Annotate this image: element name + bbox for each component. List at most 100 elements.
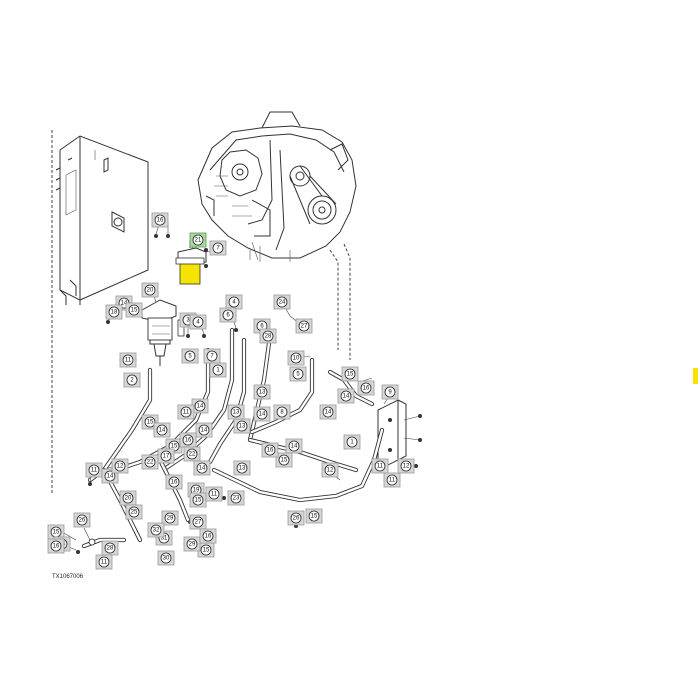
callout-c21: 21 [189, 232, 207, 248]
callout-circle [206, 350, 218, 362]
callout-number: 11 [101, 560, 108, 566]
callout-circle [164, 512, 176, 524]
callout-circle [264, 444, 276, 456]
callout-circle [288, 440, 300, 452]
callout-circle [186, 538, 198, 550]
callout-number: 14 [199, 466, 206, 472]
callout-number: 2 [130, 378, 134, 384]
callout-number: 16 [53, 544, 60, 550]
callout-c26: 26 [73, 512, 91, 528]
callout-c2a: 2 [123, 372, 141, 388]
callout-number: 16 [267, 448, 274, 454]
callout-circle [236, 462, 248, 474]
callout-circle [262, 330, 274, 342]
callout-circle [104, 470, 116, 482]
highlight-marker [693, 368, 698, 384]
callout-number: 14 [259, 412, 266, 418]
callout-c29b: 29 [183, 536, 201, 552]
callout-number: 15 [131, 308, 138, 314]
callout-number: 27 [301, 324, 308, 330]
callout-c14i: 14 [285, 438, 303, 454]
callout-c1b: 1 [343, 434, 361, 450]
callout-c11c: 11 [85, 462, 103, 478]
callout-circle [186, 448, 198, 460]
callout-number: 11 [125, 358, 132, 364]
callout-c16d: 16 [261, 442, 279, 458]
callout-c11d: 11 [383, 472, 401, 488]
callout-number: 16 [171, 480, 178, 486]
callout-circle [200, 544, 212, 556]
fuel-filter-highlighted [175, 240, 208, 285]
callout-circle [360, 382, 372, 394]
callout-number: 14 [121, 301, 128, 307]
callout-number: 8 [280, 410, 284, 416]
callout-c1a: 1 [209, 362, 227, 378]
callout-circle [198, 424, 210, 436]
callout-c16g: 16 [199, 528, 217, 544]
callout-circle [156, 424, 168, 436]
callout-c7a: 7 [209, 240, 227, 256]
callout-number: 6 [260, 324, 264, 330]
callout-circle [144, 284, 156, 296]
fasteners [76, 234, 422, 554]
callout-circle [50, 540, 62, 552]
callout-number: 13 [239, 424, 246, 430]
callout-c32: 32 [147, 522, 165, 538]
callout-c8: 8 [273, 404, 291, 420]
callout-number: 11 [183, 410, 190, 416]
callout-circle [256, 408, 268, 420]
callout-number: 5 [296, 372, 300, 378]
callout-number: 26 [293, 516, 300, 522]
callout-circle [230, 492, 242, 504]
callout-circle [292, 368, 304, 380]
callout-c14f: 14 [153, 422, 171, 438]
callout-c16a: 16 [151, 212, 169, 228]
callout-c14c: 14 [319, 404, 337, 420]
callout-c15i: 15 [305, 508, 323, 524]
callout-number: 16 [185, 438, 192, 444]
callout-c23: 23 [227, 490, 245, 506]
callout-number: 29 [189, 542, 196, 548]
callout-circle [76, 514, 88, 526]
callout-number: 6 [226, 313, 230, 319]
callout-number: 14 [197, 404, 204, 410]
callout-number: 25 [131, 510, 138, 516]
callout-circle [202, 530, 214, 542]
callout-circle [122, 492, 134, 504]
callout-circle [340, 390, 352, 402]
callout-c15a: 15 [125, 302, 143, 318]
callout-c14e: 14 [191, 398, 209, 414]
callout-c4: 4 [189, 314, 207, 330]
callout-number: 12 [327, 468, 334, 474]
callout-circle [194, 400, 206, 412]
callout-c24: 24 [273, 294, 291, 310]
callout-circle [128, 506, 140, 518]
callout-circle [290, 352, 302, 364]
callout-circle [324, 464, 336, 476]
callout-c28b: 28 [101, 540, 119, 556]
callout-c16e: 16 [165, 474, 183, 490]
callout-c6a: 6 [219, 307, 237, 323]
callout-number: 12 [117, 464, 124, 470]
callout-c14j: 14 [193, 460, 211, 476]
callout-number: 15 [347, 372, 354, 378]
callout-circle [144, 456, 156, 468]
callout-circle [228, 296, 240, 308]
callout-c12c: 12 [397, 458, 415, 474]
callout-c22b: 22 [141, 454, 159, 470]
callout-circle [298, 320, 310, 332]
callout-circle [126, 374, 138, 386]
callout-c20: 20 [141, 282, 159, 298]
callout-c10: 10 [287, 350, 305, 366]
callout-number: 21 [195, 238, 202, 244]
callout-circle [276, 296, 288, 308]
callout-circle [88, 464, 100, 476]
callout-circle [230, 406, 242, 418]
callout-circle [192, 316, 204, 328]
callout-c13b: 13 [233, 418, 251, 434]
callout-number: 10 [293, 356, 300, 362]
callout-c27b: 27 [189, 514, 207, 530]
callout-number: 19 [193, 488, 200, 494]
callout-circle [276, 406, 288, 418]
callout-circle [196, 462, 208, 474]
